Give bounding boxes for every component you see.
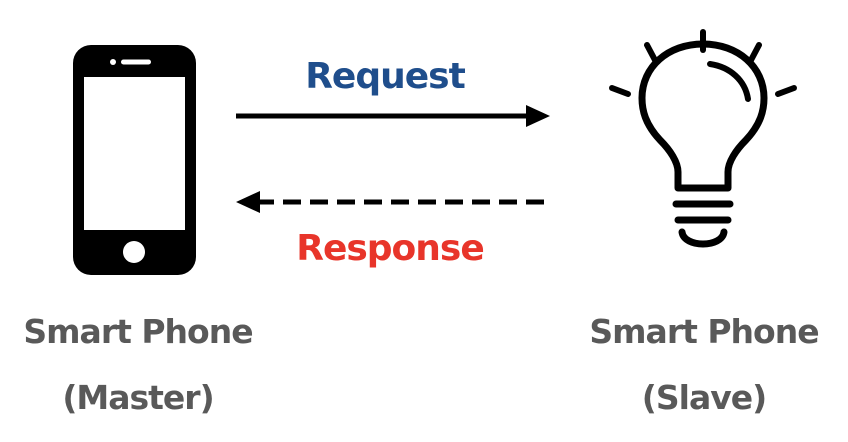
slave-device-name: Smart Phone (589, 312, 819, 351)
smartphone-icon (73, 45, 196, 275)
slave-device-role: (Slave) (641, 378, 767, 417)
request-label: Request (305, 56, 466, 97)
master-device-name: Smart Phone (23, 312, 253, 351)
response-label: Response (296, 228, 485, 269)
light-bulb-icon (609, 29, 797, 248)
request-arrow (236, 105, 550, 127)
response-arrow (236, 191, 550, 213)
master-device-role: (Master) (62, 378, 214, 417)
